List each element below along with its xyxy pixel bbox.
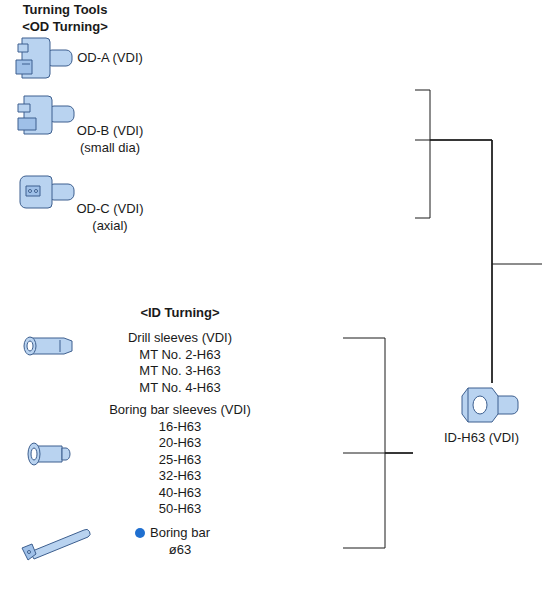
connector-line xyxy=(343,338,413,453)
section-heading: <OD Turning> xyxy=(22,19,108,35)
item-text: Drill sleeves (VDI) xyxy=(90,330,270,347)
connector-line xyxy=(415,140,492,383)
connector-line xyxy=(415,140,492,383)
item-text: MT No. 3-H63 xyxy=(90,363,270,380)
tool-item: OD-A (VDI) xyxy=(40,50,415,94)
item-text: 16-H63 xyxy=(90,419,270,436)
item-text: MT No. 4-H63 xyxy=(90,380,270,397)
tool-item: Drill sleeves (VDI)MT No. 2-H63MT No. 3-… xyxy=(90,330,343,398)
continuation-line xyxy=(492,264,542,265)
boring-sleeve-icon xyxy=(28,443,70,465)
tool-item: OD-B (VDI)(small dia) xyxy=(40,123,415,159)
tool-item: Boring barø63 xyxy=(90,525,343,560)
connector-line xyxy=(415,90,492,383)
bullet-dot xyxy=(135,528,145,538)
item-text: Boring bar xyxy=(90,525,270,542)
item-text: 25-H63 xyxy=(90,452,270,469)
item-text: (small dia) xyxy=(40,140,180,157)
connector-line xyxy=(343,453,413,548)
item-text: ID-H63 (VDI) xyxy=(423,430,540,447)
section-heading: <ID Turning> xyxy=(140,305,219,321)
od-c-icon xyxy=(20,176,74,208)
holder-item: ID-H63 (VDI) xyxy=(413,383,540,461)
tool-item: OD-C (VDI)(axial) xyxy=(40,201,415,237)
item-text: ø63 xyxy=(90,542,270,559)
item-text: 50-H63 xyxy=(90,501,270,518)
item-text: OD-A (VDI) xyxy=(40,50,180,67)
item-text: MT No. 2-H63 xyxy=(90,347,270,364)
drill-sleeve-icon xyxy=(24,337,72,355)
item-text: OD-C (VDI) xyxy=(40,201,180,218)
od-b-icon xyxy=(18,96,74,134)
boring-bar-icon xyxy=(22,529,90,560)
id-h63-icon xyxy=(462,388,518,422)
item-text: (axial) xyxy=(40,218,180,235)
tool-item: Boring bar sleeves (VDI)16-H6320-H6325-H… xyxy=(90,402,343,520)
item-text: 20-H63 xyxy=(90,435,270,452)
od-a-icon xyxy=(16,38,72,78)
item-text: 32-H63 xyxy=(90,468,270,485)
item-text: Boring bar sleeves (VDI) xyxy=(90,402,270,419)
item-text: 40-H63 xyxy=(90,485,270,502)
section-heading: Turning Tools xyxy=(23,2,108,18)
item-text: OD-B (VDI) xyxy=(40,123,180,140)
